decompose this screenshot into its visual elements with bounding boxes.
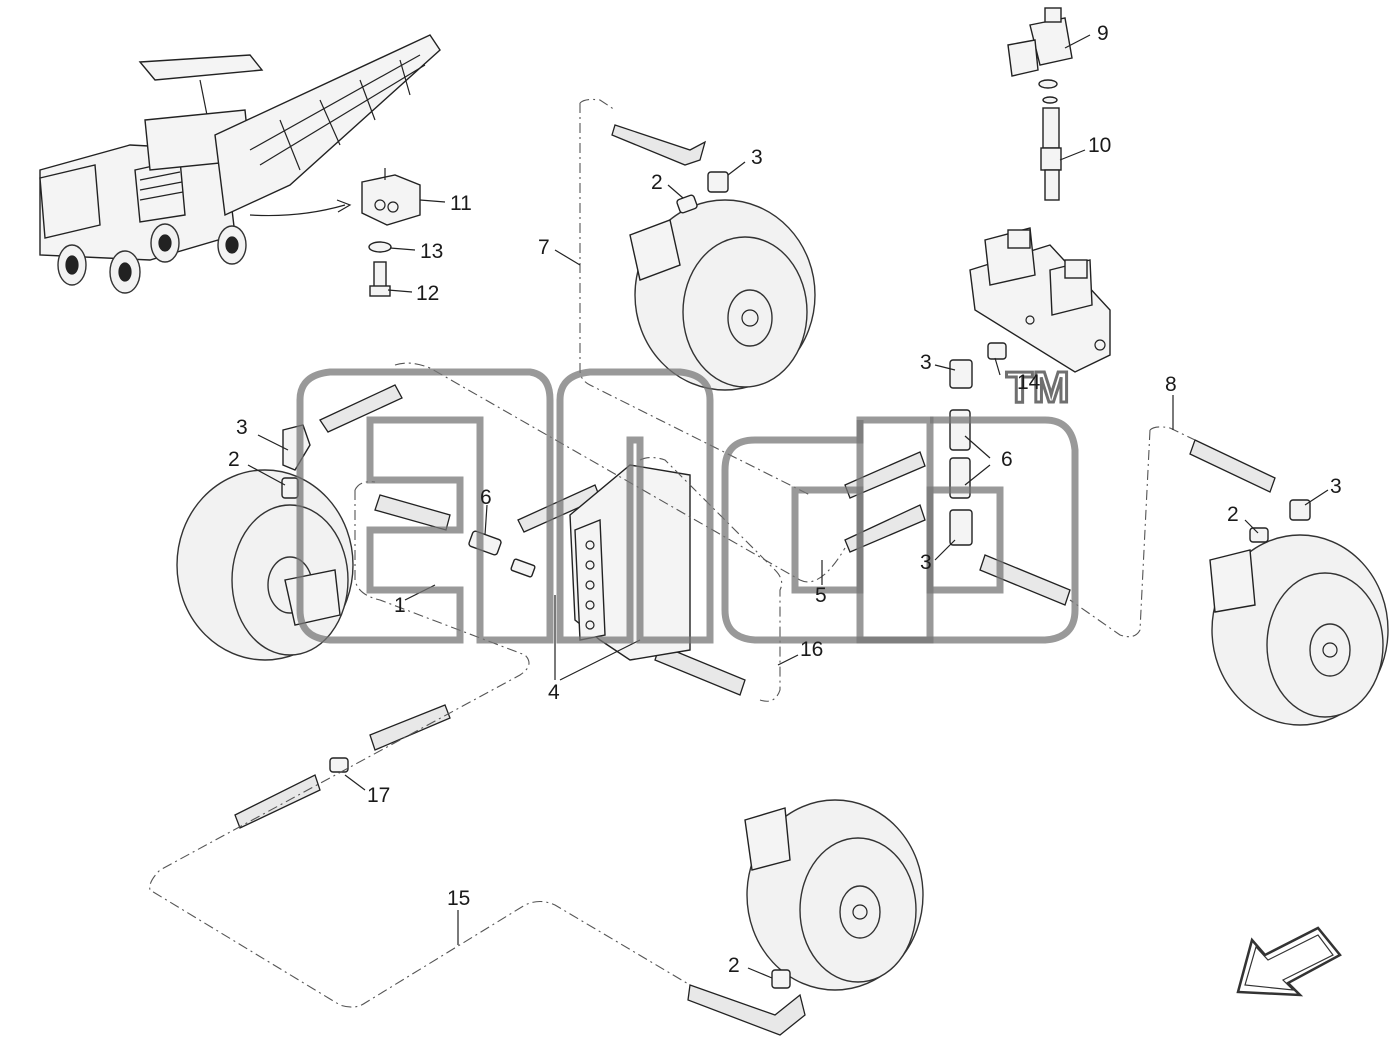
leader-lines xyxy=(247,34,1329,979)
callout-3a: 3 xyxy=(751,146,763,169)
valve-block-part xyxy=(969,227,1111,373)
callout-14: 14 xyxy=(1017,371,1041,394)
callout-11: 11 xyxy=(450,192,472,215)
routing-lines xyxy=(149,98,1196,1008)
washer-part xyxy=(368,241,392,253)
solenoid-valve-part xyxy=(1007,7,1073,201)
callout-2b: 2 xyxy=(228,448,240,471)
callout-17: 17 xyxy=(367,784,390,807)
callout-labels: 9 10 11 13 12 3 2 7 3 14 8 3 2 6 3 6 2 3… xyxy=(228,22,1342,977)
watermark-tm-text: TM xyxy=(1006,363,1070,412)
callout-7: 7 xyxy=(538,236,550,259)
machine-overview-illustration xyxy=(39,34,441,294)
callout-8: 8 xyxy=(1165,373,1177,396)
callout-13: 13 xyxy=(420,240,443,263)
wheel-right xyxy=(1209,534,1389,726)
callout-2c: 2 xyxy=(1227,503,1239,526)
callout-2a: 2 xyxy=(651,171,663,194)
screw-part xyxy=(369,261,391,297)
callout-6b: 6 xyxy=(1001,448,1013,471)
callout-16: 16 xyxy=(800,638,823,661)
callout-3b: 3 xyxy=(920,351,932,374)
wheel-left xyxy=(176,469,354,661)
direction-arrow-icon xyxy=(1236,926,1342,997)
callout-10: 10 xyxy=(1088,134,1111,157)
watermark-logo: TM xyxy=(296,362,1079,644)
wheel-bottom xyxy=(744,799,924,991)
callout-9: 9 xyxy=(1097,22,1109,45)
callout-12: 12 xyxy=(416,282,439,305)
callout-2d: 2 xyxy=(728,954,740,977)
callout-6a: 6 xyxy=(480,486,492,509)
callout-3d: 3 xyxy=(1330,475,1342,498)
callout-5: 5 xyxy=(815,584,827,607)
sensor-block-part xyxy=(361,168,421,226)
callout-3c: 3 xyxy=(236,416,248,439)
wheel-top-center xyxy=(629,199,816,391)
callout-1: 1 xyxy=(394,594,406,617)
callout-3e: 3 xyxy=(920,551,932,574)
callout-15: 15 xyxy=(447,887,470,910)
callout-4: 4 xyxy=(548,681,560,704)
